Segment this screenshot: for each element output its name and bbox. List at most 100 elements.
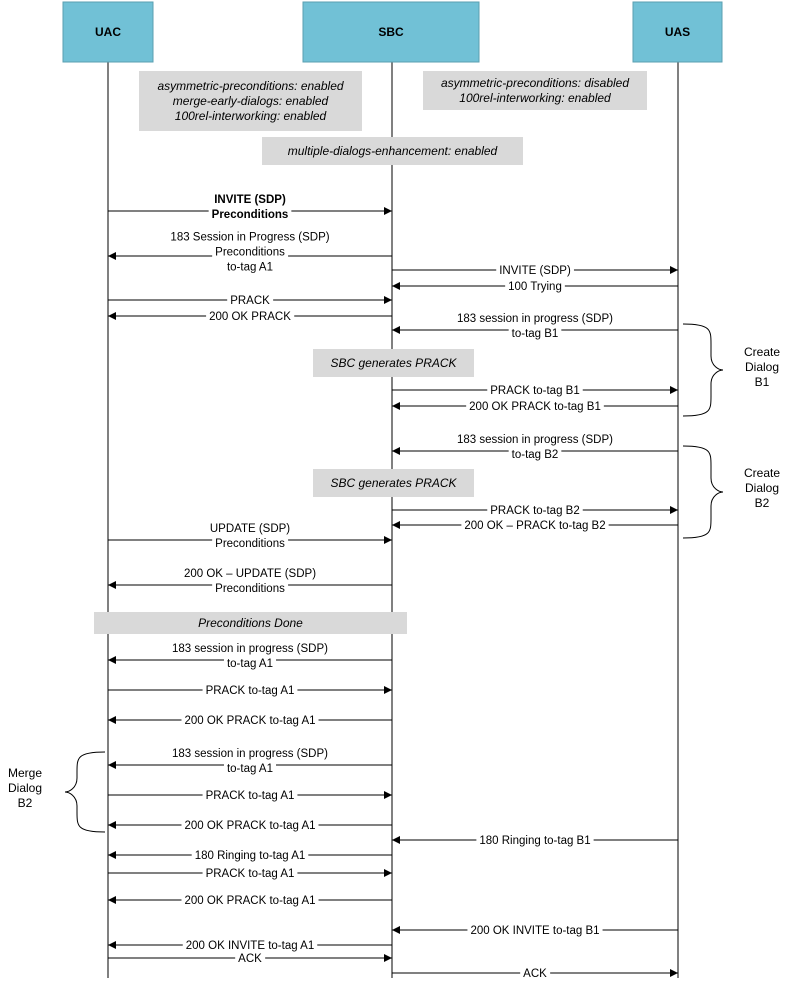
note-preconditions-done-text: Preconditions Done: [198, 616, 303, 630]
entity-box-uac: [62, 1, 154, 63]
message-label: ACK: [523, 968, 547, 980]
message-label-halo: [496, 265, 574, 277]
message-label: 200 OK INVITE to-tag A1: [186, 940, 314, 952]
message-label-halo: [180, 568, 320, 580]
message-label: PRACK to-tag B1: [490, 385, 579, 397]
group-create-dialog-b1-brace: [682, 323, 724, 417]
group-merge-dialog-b2-label: Merge: [8, 766, 42, 780]
message-label-halo: [167, 231, 333, 244]
message-label: 183 Session in Progress (SDP): [170, 232, 329, 244]
message-label: PRACK: [230, 295, 270, 307]
message-label: to-tag A1: [227, 763, 273, 775]
message-label-halo: [223, 658, 277, 670]
entity-box-sbc: [302, 1, 480, 63]
message-label-halo: [223, 763, 277, 775]
message-label-halo: [227, 295, 274, 307]
message-label: PRACK to-tag A1: [206, 790, 295, 802]
message-label-halo: [505, 281, 565, 293]
message-label-halo: [211, 194, 289, 206]
note-sbc-prack-b1-text: SBC generates PRACK: [330, 356, 457, 370]
message-label: Preconditions: [215, 538, 285, 550]
message-label: PRACK to-tag A1: [206, 868, 295, 880]
message-label: 200 OK INVITE to-tag B1: [470, 925, 599, 937]
message-label: to-tag B1: [512, 328, 559, 340]
group-merge-dialog-b2-label: Dialog: [8, 781, 42, 795]
message-label: Preconditions: [215, 583, 285, 595]
entity-box-uas: [632, 1, 723, 63]
entity-label-sbc: SBC: [378, 25, 404, 39]
note-uas-config-text: asymmetric-preconditions: disabled: [441, 76, 629, 90]
note-uac-config-text: merge-early-dialogs: enabled: [173, 94, 329, 108]
message-label: 200 OK PRACK to-tag A1: [184, 895, 315, 907]
message-label-halo: [235, 953, 266, 965]
message-label-halo: [181, 820, 319, 832]
group-create-dialog-b1-label: Create: [744, 345, 780, 359]
message-label: 200 OK PRACK: [209, 311, 291, 323]
message-label: 200 OK – PRACK to-tag B2: [464, 520, 605, 532]
message-label: 183 session in progress (SDP): [172, 643, 328, 655]
note-sbc-prack-b2-text: SBC generates PRACK: [330, 476, 457, 490]
message-label: 183 session in progress (SDP): [172, 748, 328, 760]
group-merge-dialog-b2-label: B2: [18, 796, 33, 810]
message-label-halo: [508, 449, 562, 461]
group-create-dialog-b1-label: B1: [755, 375, 770, 389]
message-label: Preconditions: [215, 247, 285, 259]
message-label: UPDATE (SDP): [210, 523, 290, 535]
message-label-halo: [461, 520, 609, 532]
message-label-halo: [223, 261, 277, 274]
note-uac-config-text: 100rel-interworking: enabled: [175, 109, 327, 123]
group-create-dialog-b2-label: Dialog: [745, 481, 779, 495]
group-merge-dialog-b2-brace: [64, 751, 106, 833]
note-sbc-prack-b2-box: [313, 469, 474, 497]
note-sbc-prack-b1-box: [313, 349, 474, 377]
message-label-halo: [202, 790, 298, 802]
note-multiple-dialogs-box: [262, 137, 523, 165]
message-label-halo: [208, 209, 292, 221]
message-label-halo: [487, 385, 583, 397]
message-label-halo: [476, 835, 594, 847]
message-label-halo: [169, 643, 332, 655]
message-label-halo: [212, 583, 289, 595]
message-label: INVITE (SDP): [499, 265, 571, 277]
message-label: PRACK to-tag A1: [206, 685, 295, 697]
group-create-dialog-b2-label: B2: [755, 496, 770, 510]
message-label-halo: [508, 328, 562, 340]
message-label: 183 session in progress (SDP): [457, 313, 613, 325]
groups: CreateDialogB1CreateDialogB2MergeDialogB…: [8, 323, 780, 833]
message-label-halo: [169, 748, 332, 760]
message-label: INVITE (SDP): [214, 194, 286, 206]
message-label-halo: [206, 523, 294, 535]
group-create-dialog-b2-brace: [682, 445, 724, 539]
message-label-halo: [467, 925, 603, 937]
message-label-halo: [454, 434, 617, 446]
message-label-halo: [520, 968, 551, 980]
message-label: 180 Ringing to-tag B1: [479, 835, 590, 847]
message-label: 100 Trying: [508, 281, 562, 293]
message-label: to-tag A1: [227, 262, 273, 274]
group-create-dialog-b1-label: Dialog: [745, 360, 779, 374]
note-multiple-dialogs-text: multiple-dialogs-enhancement: enabled: [288, 144, 498, 158]
note-uas-config-text: 100rel-interworking: enabled: [459, 91, 611, 105]
message-label-halo: [212, 246, 289, 259]
entities: UAC SBC UAS: [62, 1, 723, 63]
message-label-halo: [466, 401, 604, 413]
message-label-halo: [206, 311, 295, 323]
notes: asymmetric-preconditions: enabledmerge-e…: [94, 71, 647, 634]
note-uas-config-box: [423, 71, 647, 110]
message-label-halo: [212, 538, 289, 550]
message-label: 200 OK PRACK to-tag A1: [184, 715, 315, 727]
message-label: 200 OK PRACK to-tag A1: [184, 820, 315, 832]
entity-label-uac: UAC: [95, 25, 121, 39]
entity-label-uas: UAS: [665, 25, 690, 39]
message-label: 183 session in progress (SDP): [457, 434, 613, 446]
message-label: 180 Ringing to-tag A1: [195, 850, 306, 862]
message-label-halo: [181, 895, 319, 907]
message-label-halo: [191, 850, 309, 862]
message-label-halo: [202, 868, 298, 880]
message-label-halo: [487, 505, 583, 517]
message-label: 200 OK – UPDATE (SDP): [184, 568, 316, 580]
message-label: to-tag A1: [227, 658, 273, 670]
message-label: 200 OK PRACK to-tag B1: [469, 401, 601, 413]
note-uac-config-box: [139, 71, 362, 131]
